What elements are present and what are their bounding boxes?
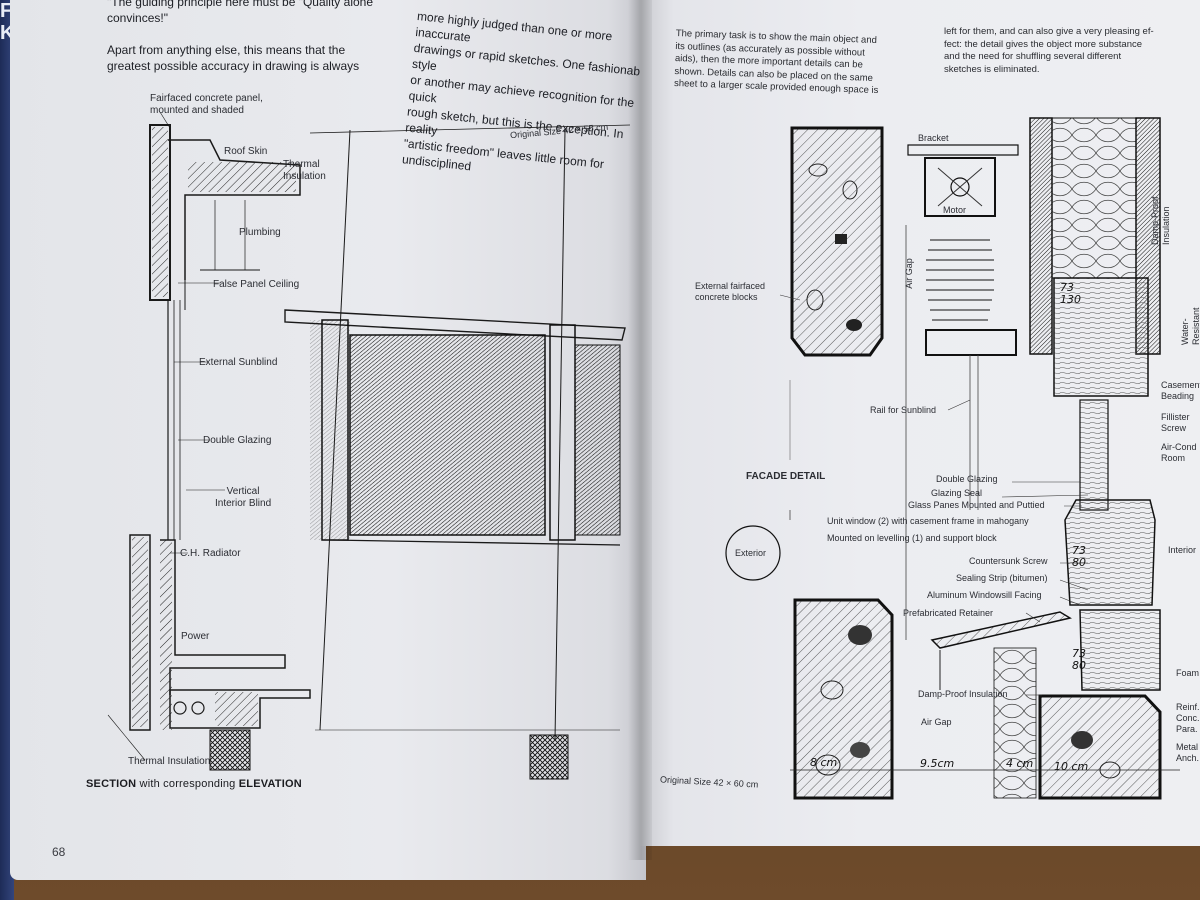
label-thermal-insulation-bottom: Thermal Insulation (128, 756, 211, 767)
dimension-73-80-a: 73 80 (1072, 544, 1086, 569)
label-power: Power (181, 631, 210, 642)
label-motor: Motor (943, 205, 967, 215)
label-windowsill-facing: Aluminum Windowsill Facing (927, 590, 1042, 600)
caption-section: SECTION (86, 778, 137, 790)
label-water-resistant: Water-Resistant Chipboard (1180, 307, 1200, 345)
dimension-73-130: 73 130 (1060, 281, 1081, 306)
left-page: "The guiding principle here must be "Qua… (10, 0, 646, 880)
label-fairfaced-panel: Fairfaced concrete panel, mounted and sh… (150, 93, 263, 116)
label-rail-sunblind: Rail for Sunblind (870, 405, 937, 415)
dimension-73-80-b: 73 80 (1072, 647, 1086, 672)
page-number: 68 (52, 845, 66, 859)
label-air-cond-room: Air-Cond Room (1161, 442, 1197, 463)
label-glass-panes: Glass Panes Mounted and Puttied (908, 500, 1045, 510)
dimension-8cm: 8 cm (810, 756, 838, 769)
label-damp-proof-top: Damp-Proof Insulation (1150, 196, 1171, 245)
label-damp-proof-bottom: Damp-Proof Insulation (918, 689, 1008, 699)
label-air-gap-bottom: Air Gap (921, 717, 952, 727)
label-bracket: Bracket (918, 133, 949, 143)
label-countersunk-screw: Countersunk Screw (969, 556, 1048, 566)
label-foam: Foam (1176, 668, 1200, 678)
dimension-4cm: 4 cm (1006, 757, 1034, 770)
label-vertical-blind: Vertical Interior Blind (215, 486, 272, 509)
label-facade-detail: FACADE DETAIL (746, 471, 826, 482)
label-roof-skin: Roof Skin (224, 146, 268, 157)
label-mounted-levelling: Mounted on levelling (1) and support blo… (827, 533, 997, 543)
label-sealing-strip: Sealing Strip (bitumen) (956, 573, 1048, 583)
right-column-2-text: left for them, and can also give a very … (944, 26, 1154, 75)
dimension-10cm: 10 cm (1054, 760, 1089, 773)
section-elevation-drawing (107, 111, 631, 780)
label-unit-window: Unit window (2) with casement frame in m… (827, 516, 1029, 526)
book-gutter-shadow (628, 0, 652, 860)
label-external-sunblind: External Sunblind (199, 357, 278, 368)
label-double-glazing: Double Glazing (203, 435, 272, 446)
label-prefab-retainer: Prefabricated Retainer (903, 608, 994, 618)
dimension-9-5cm: 9.5cm (920, 757, 955, 770)
caption-with: with corresponding (136, 778, 239, 790)
right-page: The primary task is to show the main obj… (640, 0, 1200, 846)
label-fillister-screw: Fillister Screw (1161, 412, 1190, 433)
label-double-glazing-r: Double Glazing (936, 474, 998, 484)
label-false-panel-ceiling: False Panel Ceiling (213, 279, 300, 290)
label-air-gap-top: Air Gap (903, 258, 914, 289)
facade-detail-drawing (725, 117, 1180, 800)
left-column-1-text: "The guiding principle here must be "Qua… (107, 0, 374, 73)
label-plumbing: Plumbing (239, 227, 281, 238)
label-metal-anchor: Metal Anch. (1176, 742, 1200, 763)
label-thermal-insulation-top: Thermal Insulation (283, 159, 326, 182)
label-reinforced-concrete: Reinf. Conc. Para. (1176, 702, 1200, 734)
label-exterior: Exterior (735, 548, 767, 558)
label-interior: Interior (1168, 545, 1197, 555)
label-glazing-seal: Glazing Seal (931, 488, 983, 498)
caption-elevation: ELEVATION (238, 778, 302, 790)
label-external-fairfaced: External fairfaced concrete blocks (695, 281, 766, 302)
label-radiator: C.H. Radiator (180, 548, 241, 559)
figure-caption-left: SECTION with corresponding ELEVATION (86, 778, 302, 790)
label-casement-beading: Casement Beading (1161, 380, 1200, 401)
